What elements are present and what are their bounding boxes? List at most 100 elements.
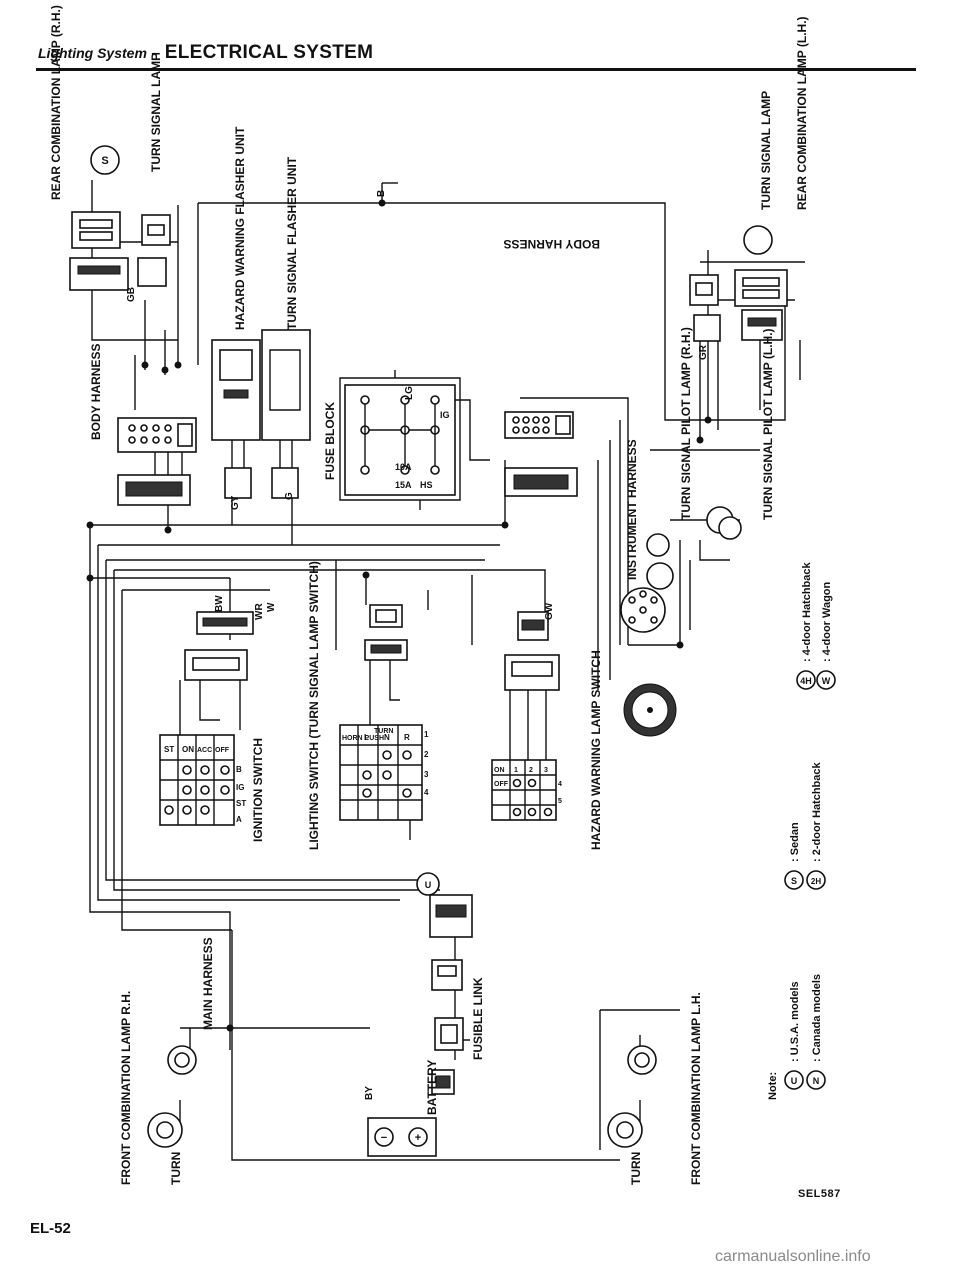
wire-label-lg: LG	[404, 386, 415, 400]
hz-row-1: 1	[514, 767, 518, 774]
ign-row-st: ST	[236, 799, 246, 808]
label-turn-signal-lamp-lh: TURN SIGNAL LAMP	[759, 91, 773, 210]
wire-label-wr: WR	[254, 603, 265, 620]
fuse-hs: HS	[420, 480, 433, 490]
page-number: EL-52	[30, 1220, 71, 1237]
wire-label-g: G	[284, 492, 295, 500]
label-turn-unit: TURN SIGNAL FLASHER UNIT	[285, 156, 299, 330]
note-text-u: : U.S.A. models	[789, 981, 801, 1062]
hz-col-on: ON	[494, 767, 505, 774]
lt-row-1: 1	[424, 730, 429, 739]
hz-row-5: 5	[558, 798, 562, 805]
meter-connector	[623, 683, 677, 737]
legend-symbol-2h: 2H	[811, 877, 821, 886]
legend-text-w: : 4-door Wagon	[821, 581, 833, 662]
note-title: Note:	[767, 1072, 779, 1100]
front-combination-lamp-rh	[147, 1045, 197, 1148]
label-lighting-switch: LIGHTING SWITCH (TURN SIGNAL LAMP SWITCH…	[307, 561, 321, 850]
hazard-switch-connector	[504, 611, 560, 691]
svg-text:+: +	[415, 1132, 421, 1144]
ignition-switch-table: ST ON ACC OFF B IG ST A	[159, 734, 246, 826]
header-separator: –	[151, 45, 161, 62]
page-title: ELECTRICAL SYSTEM	[164, 42, 374, 63]
ignition-switch-connector	[184, 611, 254, 681]
label-hazard-unit: HAZARD WARNING FLASHER UNIT	[233, 126, 247, 330]
lt-col-horn: HORN PUSH	[342, 735, 384, 742]
legend-symbol-4h: 4H	[800, 676, 812, 686]
label-turn-signal-lamp-rh: TURN SIGNAL LAMP	[149, 53, 163, 172]
lt-group-turn: TURN	[374, 728, 393, 735]
ign-col-off: OFF	[215, 747, 230, 754]
pilot-lamp-connector	[620, 506, 742, 633]
page-header: Lighting System – ELECTRICAL SYSTEM	[38, 42, 373, 64]
legend-symbol-w: W	[822, 676, 831, 686]
lt-col-n: N	[384, 733, 390, 742]
lighting-switch-connector	[364, 604, 408, 661]
note-symbol-u: U	[791, 1076, 798, 1086]
ign-col-on: ON	[182, 745, 194, 754]
svg-text:−: −	[381, 1132, 387, 1144]
ign-row-b: B	[236, 765, 242, 774]
ign-row-a: A	[236, 815, 242, 824]
battery: − +	[367, 1069, 455, 1157]
label-front-combination-lh: FRONT COMBINATION LAMP L.H.	[689, 992, 703, 1185]
label-hazard-switch: HAZARD WARNING LAMP SWITCH	[589, 650, 603, 850]
wire-label-w: W	[266, 602, 277, 612]
hazard-switch-table: ON OFF 1 2 3 4 5	[491, 759, 562, 821]
instrument-harness-connector	[504, 411, 578, 497]
label-body-harness: BODY HARNESS	[89, 344, 103, 440]
legend-text-2h: : 2-door Hatchback	[811, 761, 823, 862]
legend-text-4h: : 4-door Hatchback	[801, 561, 813, 662]
rear-combination-lamp-rh: S	[69, 145, 171, 291]
label-turn-lh: TURN	[629, 1152, 643, 1185]
watermark: carmanualsonline.info	[715, 1248, 871, 1265]
svg-text:S: S	[101, 155, 108, 167]
label-rear-combination-rh: REAR COMBINATION LAMP (R.H.)	[49, 5, 63, 200]
body-harness-connector	[117, 417, 197, 506]
junction-dots	[86, 199, 712, 1032]
figure-code: SEL587	[798, 1188, 841, 1200]
lt-row-4: 4	[424, 788, 429, 797]
wire-label-gw: GW	[544, 602, 555, 620]
hz-col-off: OFF	[494, 781, 509, 788]
label-turn-rh: TURN	[169, 1152, 183, 1185]
header-rule	[36, 68, 916, 71]
hazard-flasher-unit	[211, 339, 261, 499]
label-ignition-switch: IGNITION SWITCH	[251, 738, 265, 842]
wire-label-bw: BW	[214, 595, 225, 612]
label-main-harness: MAIN HARNESS	[201, 937, 215, 1030]
section-name: Lighting System	[38, 45, 147, 61]
fusible-link	[431, 959, 464, 1051]
wire-label-gr: GR	[698, 344, 709, 360]
label-battery: BATTERY	[425, 1060, 439, 1115]
turn-flasher-unit	[261, 329, 311, 499]
lt-col-r: R	[404, 733, 410, 742]
wire-label-b: B	[376, 190, 387, 197]
wire-label-gb: GB	[126, 287, 137, 302]
ign-col-acc: ACC	[197, 747, 212, 754]
lt-row-3: 3	[424, 770, 429, 779]
front-combination-lamp-lh	[607, 1045, 657, 1148]
rear-combination-lamp-lh	[689, 225, 788, 342]
hz-row-3: 3	[544, 767, 548, 774]
label-fusible-link: FUSIBLE LINK	[471, 977, 485, 1060]
lighting-switch-table: HORN PUSH L N R TURN 1 2 3 4	[339, 724, 429, 821]
lt-col-l: L	[364, 733, 369, 742]
svg-text:U: U	[425, 880, 432, 890]
legend: 4H : 4-door Hatchback W : 4-door Wagon S…	[767, 561, 836, 1100]
lt-row-2: 2	[424, 750, 429, 759]
note-text-n: : Canada models	[811, 974, 823, 1062]
fuse-ig: IG	[440, 410, 450, 420]
hz-row-2: 2	[529, 767, 533, 774]
wire-label-by: BY	[364, 1086, 375, 1100]
label-fuse-block: FUSE BLOCK	[323, 402, 337, 480]
ign-row-ig: IG	[236, 783, 244, 792]
component-labels: REAR COMBINATION LAMP (R.H.) TURN SIGNAL…	[49, 5, 809, 1185]
label-rear-combination-lh: REAR COMBINATION LAMP (L.H.)	[795, 16, 809, 210]
fuse-10a: 10A	[395, 462, 412, 472]
wire-color-labels: GB B GR BW WR W GY GW G BY LG	[126, 190, 709, 1100]
label-front-combination-rh: FRONT COMBINATION LAMP R.H.	[119, 991, 133, 1185]
label-body-harness-mirrored: BODY HARNESS	[504, 237, 600, 251]
label-instrument-harness: INSTRUMENT HARNESS	[625, 439, 639, 580]
